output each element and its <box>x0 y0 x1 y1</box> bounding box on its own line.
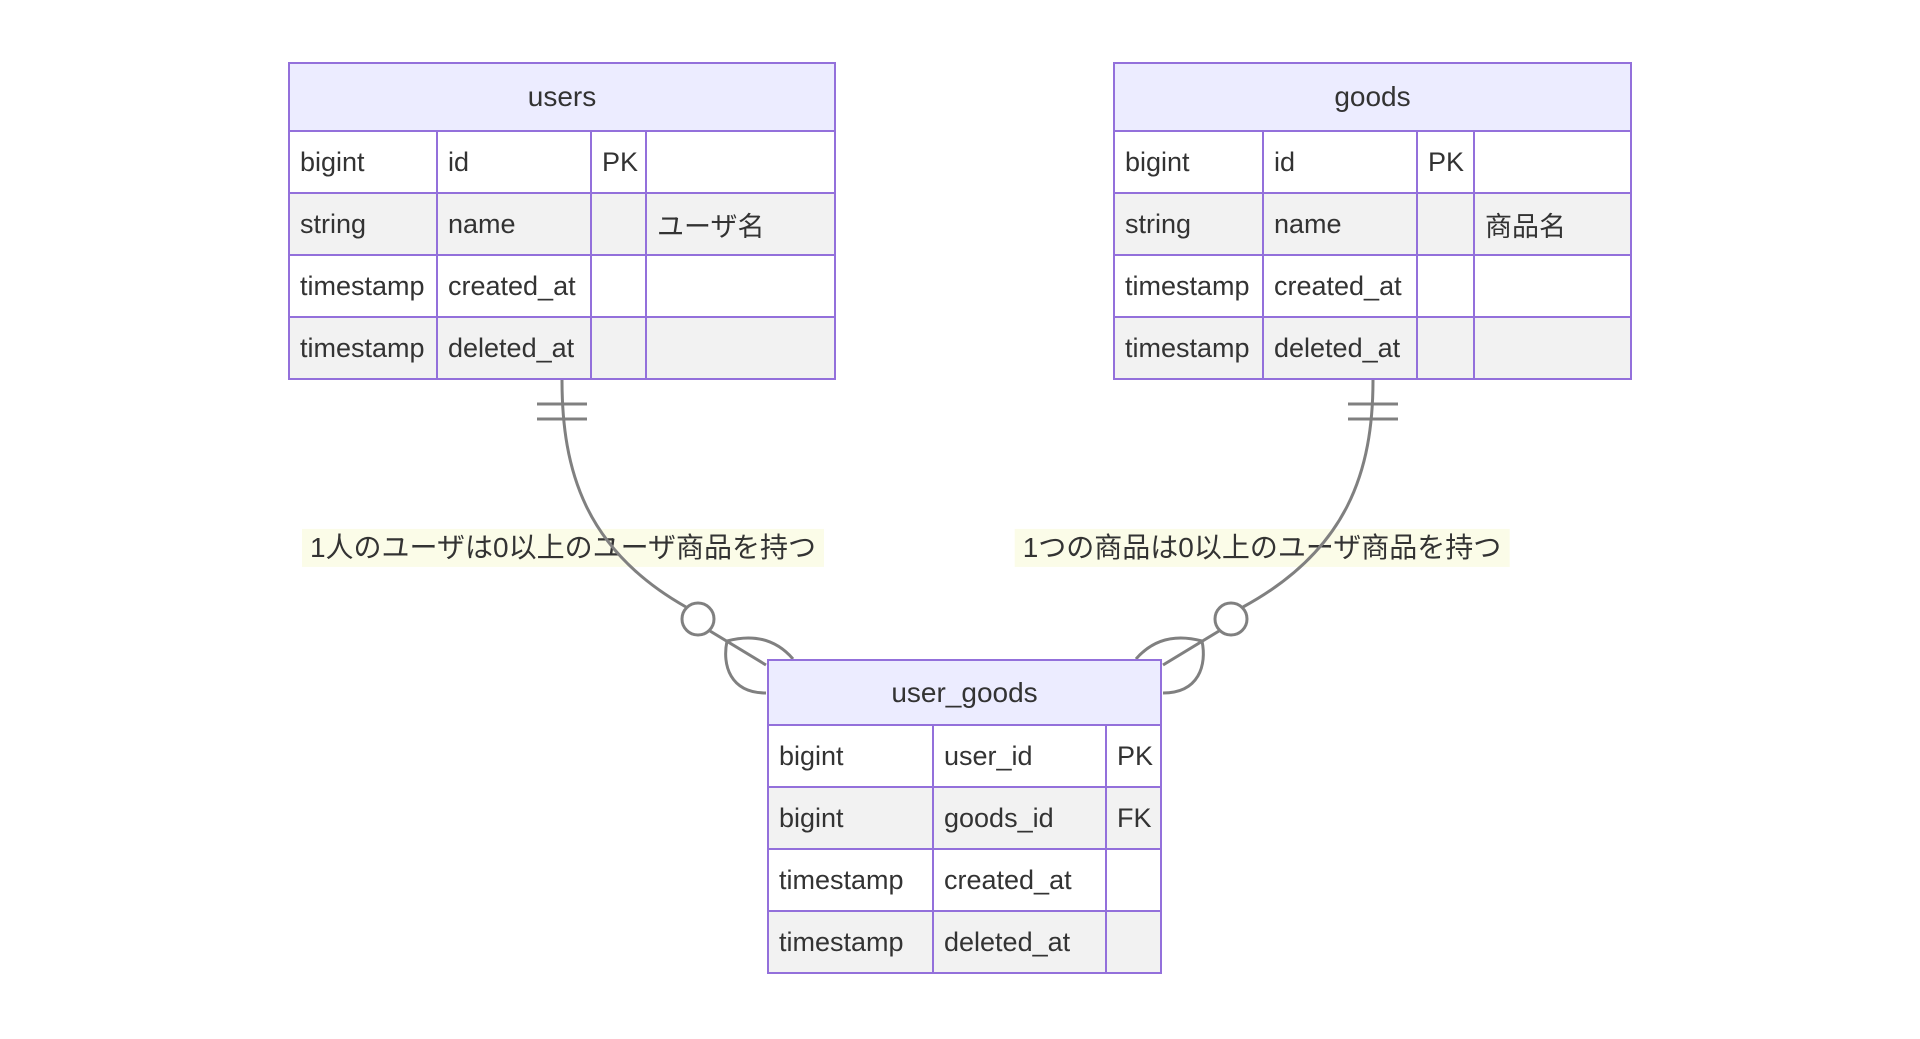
table-cell-type: timestamp <box>1115 256 1262 316</box>
table-cell-name: created_at <box>1264 256 1416 316</box>
table-cell-name: user_id <box>934 726 1105 786</box>
entity-table-user-goods: user_goods bigint user_id PK bigint good… <box>767 659 1162 974</box>
table-cell-comment <box>1475 318 1630 378</box>
entity-table-users: users bigint id PK string name ユーザ名 time… <box>288 62 836 380</box>
table-cell-name: deleted_at <box>934 912 1105 972</box>
entity-title-user-goods: user_goods <box>769 661 1160 724</box>
table-cell-name: created_at <box>934 850 1105 910</box>
table-cell-comment: ユーザ名 <box>647 194 834 254</box>
table-cell-type: string <box>290 194 436 254</box>
usergoods-crowfoot-lower-left <box>724 640 767 695</box>
entity-title-goods: goods <box>1115 64 1630 130</box>
table-cell-key <box>1107 912 1160 972</box>
table-cell-key <box>592 318 645 378</box>
table-cell-key <box>592 256 645 316</box>
users-usergoods-relationship-line <box>560 379 687 609</box>
table-cell-key <box>1418 194 1473 254</box>
table-cell-comment <box>647 256 834 316</box>
usergoods-crowfoot-upper-right <box>1134 636 1203 660</box>
table-cell-type: timestamp <box>290 256 436 316</box>
table-cell-key <box>1418 256 1473 316</box>
usergoods-zero-circle-marker-left <box>680 601 716 637</box>
table-cell-key: PK <box>1107 726 1160 786</box>
usergoods-crowfoot-upper-left <box>726 636 795 660</box>
table-cell-name: goods_id <box>934 788 1105 848</box>
table-cell-type: timestamp <box>290 318 436 378</box>
table-cell-comment: 商品名 <box>1475 194 1630 254</box>
table-cell-type: timestamp <box>769 912 932 972</box>
table-cell-type: bigint <box>769 726 932 786</box>
table-cell-name: id <box>438 132 590 192</box>
table-cell-key <box>1418 318 1473 378</box>
goods-usergoods-relationship-line <box>1242 379 1375 609</box>
table-cell-name: deleted_at <box>438 318 590 378</box>
table-cell-key: FK <box>1107 788 1160 848</box>
table-cell-type: bigint <box>769 788 932 848</box>
usergoods-crowfoot-lower-right <box>1162 640 1205 695</box>
table-cell-comment <box>1475 256 1630 316</box>
table-cell-type: bigint <box>290 132 436 192</box>
table-cell-type: bigint <box>1115 132 1262 192</box>
table-cell-key: PK <box>592 132 645 192</box>
table-cell-name: created_at <box>438 256 590 316</box>
relationship-label-users-usergoods: 1人のユーザは0以上のユーザ商品を持つ <box>301 528 825 568</box>
usergoods-crowfoot-middle-left <box>709 629 767 667</box>
table-cell-name: name <box>1264 194 1416 254</box>
table-cell-key <box>592 194 645 254</box>
table-cell-key: PK <box>1418 132 1473 192</box>
table-cell-type: string <box>1115 194 1262 254</box>
usergoods-zero-circle-marker-right <box>1213 601 1249 637</box>
table-cell-comment <box>1475 132 1630 192</box>
entity-table-goods: goods bigint id PK string name 商品名 times… <box>1113 62 1632 380</box>
table-cell-type: timestamp <box>769 850 932 910</box>
table-cell-name: id <box>1264 132 1416 192</box>
table-cell-type: timestamp <box>1115 318 1262 378</box>
table-cell-name: deleted_at <box>1264 318 1416 378</box>
table-cell-name: name <box>438 194 590 254</box>
entity-title-users: users <box>290 64 834 130</box>
table-cell-comment <box>647 132 834 192</box>
relationship-label-goods-usergoods: 1つの商品は0以上のユーザ商品を持つ <box>1014 528 1510 568</box>
table-cell-comment <box>647 318 834 378</box>
usergoods-crowfoot-middle-right <box>1162 629 1220 667</box>
table-cell-key <box>1107 850 1160 910</box>
